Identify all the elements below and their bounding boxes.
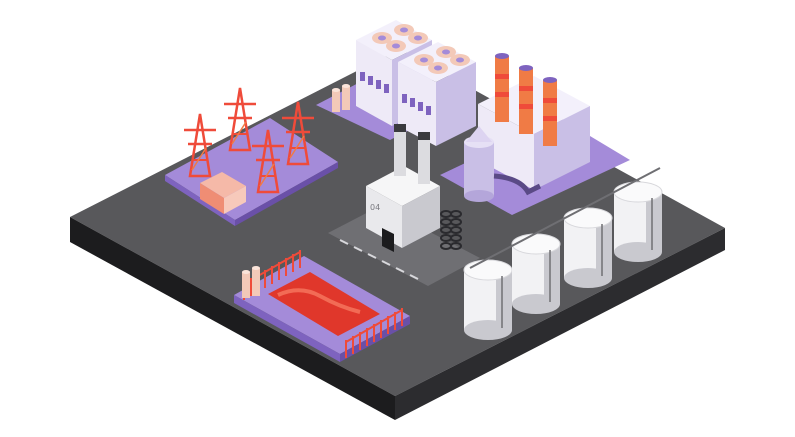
window (410, 98, 415, 107)
coil-ring (450, 234, 462, 242)
chimney-factory (440, 53, 630, 215)
pool-fence (243, 250, 403, 358)
storage-tank (463, 259, 513, 340)
chimney-stacks (495, 53, 557, 146)
power-substation (165, 87, 338, 226)
building-number: 04 (370, 203, 380, 212)
window (418, 102, 423, 111)
window (376, 80, 381, 89)
coil-ring (450, 218, 462, 226)
fenced-red-pool (234, 250, 410, 362)
tank-pipe (469, 167, 661, 269)
chimney (543, 77, 557, 146)
pylon-group (184, 87, 314, 194)
pool-cylinders (242, 266, 260, 298)
fan (414, 54, 434, 66)
fan (428, 62, 448, 74)
fence-rail (345, 309, 403, 343)
road-stripe (395, 267, 405, 273)
window (360, 72, 365, 81)
small-silos (332, 84, 350, 112)
pylon (184, 113, 216, 178)
pylon (282, 101, 314, 166)
road-stripe (381, 260, 391, 266)
building-windows (360, 72, 431, 115)
window (426, 106, 431, 115)
storage-tank (511, 233, 561, 314)
pipe-coils (440, 210, 462, 250)
window (402, 94, 407, 103)
road-stripe (339, 239, 349, 245)
storage-tank (613, 181, 663, 262)
fan (436, 46, 456, 58)
chimney (519, 65, 533, 134)
control-building-04: 04 (328, 124, 480, 286)
road-stripe (367, 253, 377, 259)
cooling-fan-group (372, 24, 470, 74)
storage-tank (563, 207, 613, 288)
chimney (495, 53, 509, 122)
coil-ring (450, 226, 462, 234)
road-stripe (353, 246, 363, 252)
coil-ring (450, 242, 462, 250)
fan (450, 54, 470, 66)
pylon (252, 129, 284, 194)
window (368, 76, 373, 85)
silo-tank (464, 126, 494, 202)
fan (372, 32, 392, 44)
road-stripe (409, 274, 419, 280)
coil-ring (450, 210, 462, 218)
pylon (224, 87, 256, 152)
fan (408, 32, 428, 44)
fan (386, 40, 406, 52)
storage-tank-row (463, 167, 663, 340)
road-markings (339, 239, 419, 280)
window (384, 84, 389, 93)
transformer-block (200, 172, 246, 214)
fan (394, 24, 414, 36)
cooling-tower-building (316, 20, 476, 146)
